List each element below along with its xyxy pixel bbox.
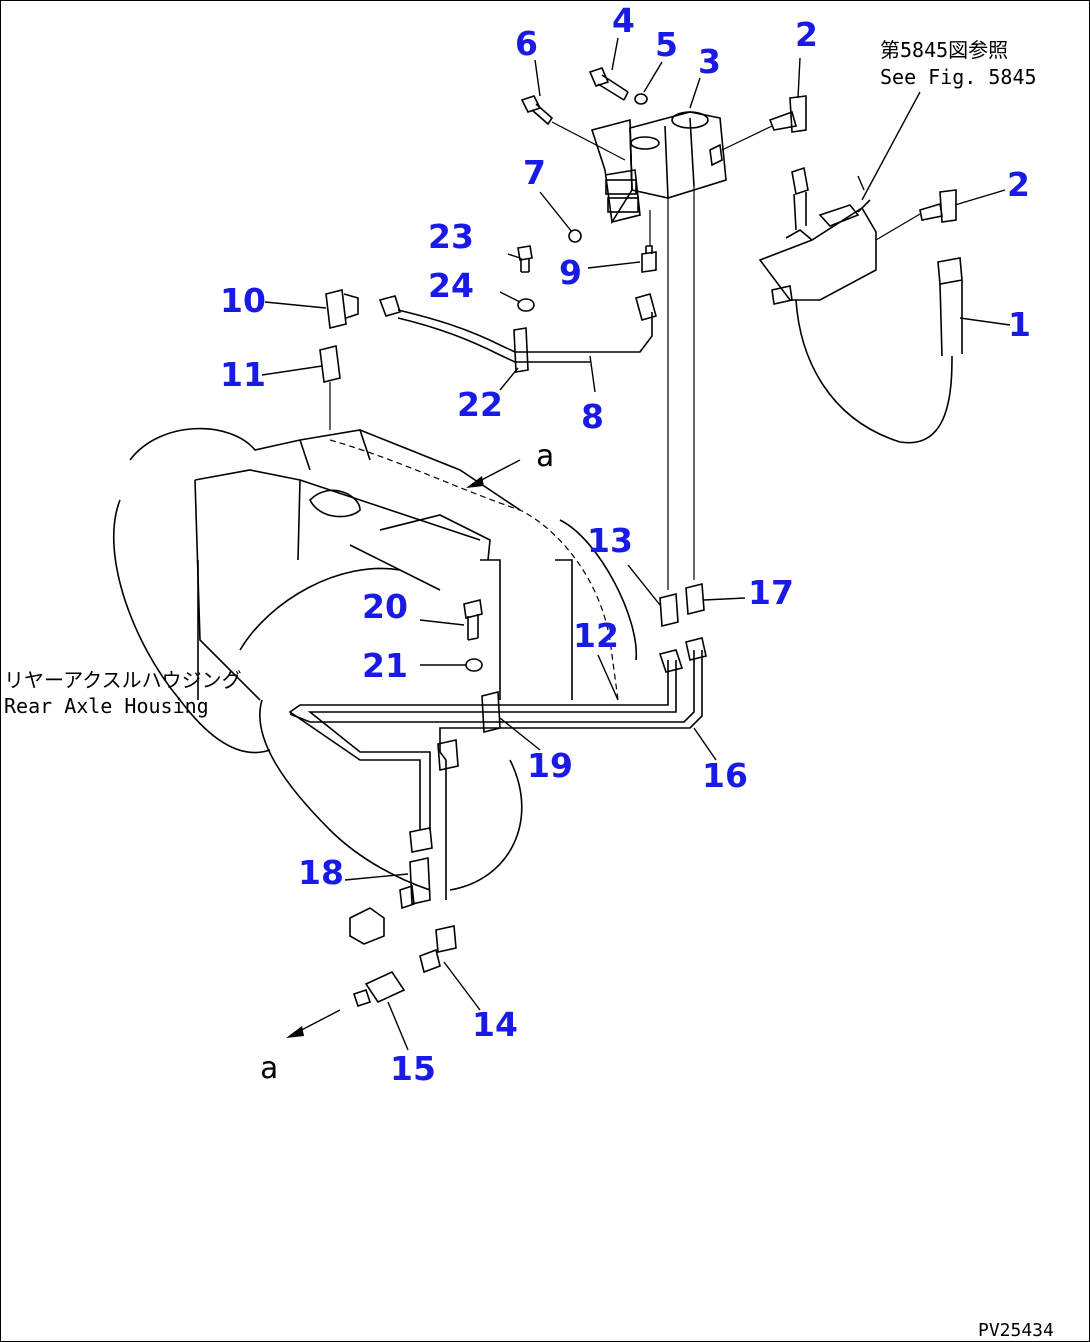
part-label-17: 17 (748, 573, 794, 612)
elbow-part-2-top (721, 95, 807, 151)
fitting-part-9 (641, 210, 657, 273)
part-label-20: 20 (362, 587, 408, 626)
part-label-12: 12 (573, 616, 619, 655)
part-label-19: 19 (527, 746, 573, 785)
housing-label-jp: リヤーアクスルハウジング (4, 668, 242, 692)
part-label-14: 14 (472, 1005, 518, 1044)
view-marker-lower: a (260, 1051, 278, 1086)
part-label-3: 3 (698, 42, 721, 81)
view-marker-upper: a (536, 439, 554, 474)
clamp-part-22 (513, 327, 529, 373)
part-label-18: 18 (298, 853, 344, 892)
part-label-11: 11 (220, 355, 266, 394)
fitting-part-15 (352, 970, 406, 1008)
figure-id: PV25434 (978, 1320, 1054, 1341)
elbow-part-14 (419, 925, 457, 974)
part-label-22: 22 (457, 385, 503, 424)
rear-axle-housing (113, 427, 637, 891)
fitting-part-11 (319, 345, 341, 430)
view-arrow-upper (466, 459, 521, 488)
part-label-2-right: 2 (1007, 165, 1030, 204)
part-label-23: 23 (428, 217, 474, 256)
part-label-24: 24 (428, 266, 474, 305)
right-valve-assembly (758, 166, 877, 305)
bolt-part-20 (463, 599, 483, 641)
fitting-part-13 (658, 592, 684, 673)
washer-part-24 (517, 298, 535, 312)
leader-lines (261, 37, 1011, 1051)
clamp-part-19 (481, 690, 501, 734)
reference-note-en: See Fig. 5845 (880, 65, 1037, 89)
part-label-16: 16 (702, 756, 748, 795)
tube-part-16 (289, 650, 703, 900)
reference-note-jp: 第5845図参照 (880, 38, 1008, 62)
fitting-part-17 (685, 582, 707, 661)
hose-part-1 (795, 257, 963, 444)
valve-block (590, 111, 727, 225)
washer-part-21 (465, 658, 483, 672)
bolt-part-4 (588, 67, 629, 101)
plug-block (349, 907, 385, 945)
fitting-part-6 (520, 95, 626, 161)
part-label-7: 7 (523, 153, 546, 192)
nut-above-18 (409, 827, 433, 853)
housing-label-en: Rear Axle Housing (4, 694, 209, 718)
part-label-1: 1 (1008, 305, 1031, 344)
nut-above-14 (437, 739, 459, 771)
part-label-15: 15 (390, 1049, 436, 1088)
elbow-part-2-right (875, 189, 957, 241)
tube-part-8 (378, 293, 657, 363)
nut-part-7 (568, 229, 582, 243)
part-label-2-top: 2 (795, 15, 818, 54)
tee-part-18 (399, 857, 431, 910)
part-label-10: 10 (220, 281, 266, 320)
tube-part-12 (288, 660, 677, 830)
part-label-21: 21 (362, 646, 408, 685)
part-label-6: 6 (515, 24, 538, 63)
washer-part-5 (634, 93, 648, 105)
part-label-9: 9 (559, 253, 582, 292)
part-label-13: 13 (587, 521, 633, 560)
bolt-part-23 (517, 245, 533, 273)
part-label-8: 8 (581, 397, 604, 436)
elbow-part-10 (325, 289, 359, 329)
part-label-4: 4 (612, 1, 635, 40)
view-arrow-lower (286, 1009, 341, 1038)
part-label-5: 5 (655, 25, 678, 64)
